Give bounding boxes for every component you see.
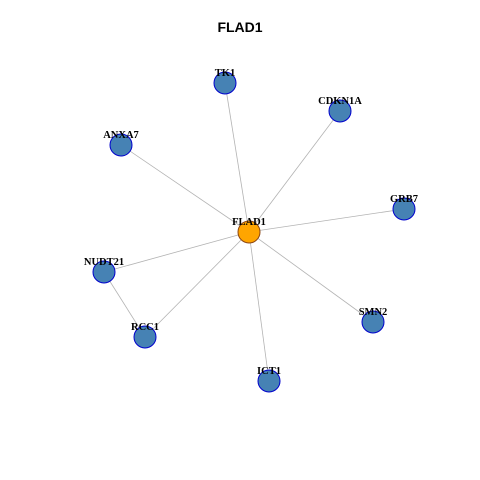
node-tk1 xyxy=(213,71,237,95)
node-cdkn1a xyxy=(328,99,352,123)
node-label-ict1: ICT1 xyxy=(257,366,281,377)
node-label-anxa7: ANXA7 xyxy=(103,130,139,141)
node-layer xyxy=(92,71,416,393)
edge-flad1-tk1 xyxy=(224,82,250,233)
node-label-tk1: TK1 xyxy=(215,68,235,79)
edge-flad1-ict1 xyxy=(248,231,270,382)
node-label-flad1: FLAD1 xyxy=(232,217,266,228)
node-anxa7 xyxy=(109,133,133,157)
edge-flad1-rcc1 xyxy=(144,231,250,338)
node-smn2 xyxy=(361,310,385,334)
node-label-smn2: SMN2 xyxy=(359,307,388,318)
node-rcc1 xyxy=(133,325,157,349)
edge-layer xyxy=(103,82,405,382)
node-label-rcc1: RCC1 xyxy=(131,322,159,333)
node-label-grb7: GRB7 xyxy=(390,194,418,205)
node-nudt21 xyxy=(92,260,116,284)
node-label-cdkn1a: CDKN1A xyxy=(318,96,362,107)
node-ict1 xyxy=(257,369,281,393)
edge-flad1-nudt21 xyxy=(103,231,250,273)
chart-title: FLAD1 xyxy=(217,19,263,35)
node-flad1 xyxy=(237,220,261,244)
node-label-nudt21: NUDT21 xyxy=(84,257,124,268)
edge-flad1-anxa7 xyxy=(120,144,250,233)
edge-flad1-grb7 xyxy=(248,208,405,233)
edge-flad1-smn2 xyxy=(248,231,374,323)
edge-flad1-cdkn1a xyxy=(248,110,341,233)
node-grb7 xyxy=(392,197,416,221)
edge-nudt21-rcc1 xyxy=(103,271,146,338)
